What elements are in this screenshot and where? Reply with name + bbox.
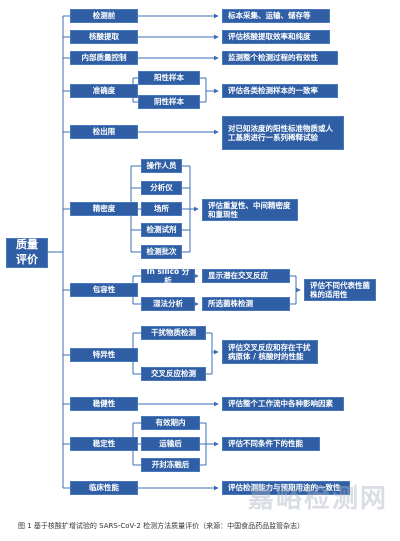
sub-interference: 干扰物质检测 (141, 326, 206, 340)
sub-reagent: 检测试剂 (141, 223, 182, 237)
sub-cross-reaction: 交叉反应检测 (141, 367, 206, 381)
sub-batch: 检测批次 (141, 245, 182, 259)
outcome-precision: 评估重复性、中间精密度和重现性 (202, 199, 298, 221)
category-accuracy: 准确度 (70, 84, 138, 98)
outcome-pre: 标本采集、运输、储存等 (222, 9, 330, 23)
sub-positive-sample: 阳性样本 (138, 71, 200, 85)
outcome-extraction: 评估核酸提取效率和纯度 (222, 30, 330, 44)
category-precision: 精密度 (70, 202, 138, 216)
category-robustness: 稳健性 (70, 397, 138, 411)
sub-analyzer: 分析仪 (141, 181, 182, 195)
sub-negative-sample: 阴性样本 (138, 95, 200, 109)
sub-site: 场所 (141, 202, 182, 216)
category-internal-qc: 内部质量控制 (70, 51, 138, 65)
category-specificity: 特异性 (70, 348, 138, 362)
outcome-inclusivity: 评估不同代表性菌株的适用性 (304, 279, 376, 301)
outcome-robustness: 评估整个工作流中各种影响因素 (222, 397, 344, 411)
outcome-specificity: 评估交叉反应和存在干扰病原体 / 核酸时的性能 (222, 340, 318, 364)
figure-caption: 图 1 基于核酸扩增试验的 SARS-CoV-2 检测方法质量评价（来源：中国食… (18, 522, 305, 530)
sub-within-shelf-life: 有效期内 (141, 416, 200, 430)
category-stability: 稳定性 (70, 437, 138, 451)
category-pre-test: 检测前 (70, 9, 138, 23)
outcome-clinical: 评估检测能力与预期用途的一致性 (222, 481, 350, 495)
sub-wet-analysis: 湿法分析 (141, 297, 195, 311)
category-nucleic-extraction: 核酸提取 (70, 30, 138, 44)
sub-after-freeze-thaw: 开封冻融后 (141, 458, 200, 472)
outcome-wet: 所选菌株检测 (202, 297, 290, 311)
watermark: 嘉峪检测网 (248, 484, 389, 514)
sub-operator: 操作人员 (141, 159, 182, 173)
category-lod: 检出限 (70, 125, 138, 139)
category-clinical: 临床性能 (70, 481, 138, 495)
root-quality-evaluation: 质量 评价 (6, 238, 48, 268)
sub-in-silico: In silico 分析 (141, 267, 195, 285)
sub-after-transport: 运输后 (141, 437, 200, 451)
outcome-insilico: 显示潜在交叉反应 (202, 269, 290, 283)
category-inclusivity: 包容性 (70, 283, 138, 297)
outcome-iqc: 监测整个检测过程的有效性 (222, 51, 338, 65)
outcome-stability: 评估不同条件下的性能 (222, 437, 320, 451)
outcome-lod: 对已知浓度的阳性标准物质或人工基质进行一系列稀释试验 (222, 116, 344, 150)
outcome-accuracy: 评估各类检测样本的一致率 (222, 84, 338, 98)
